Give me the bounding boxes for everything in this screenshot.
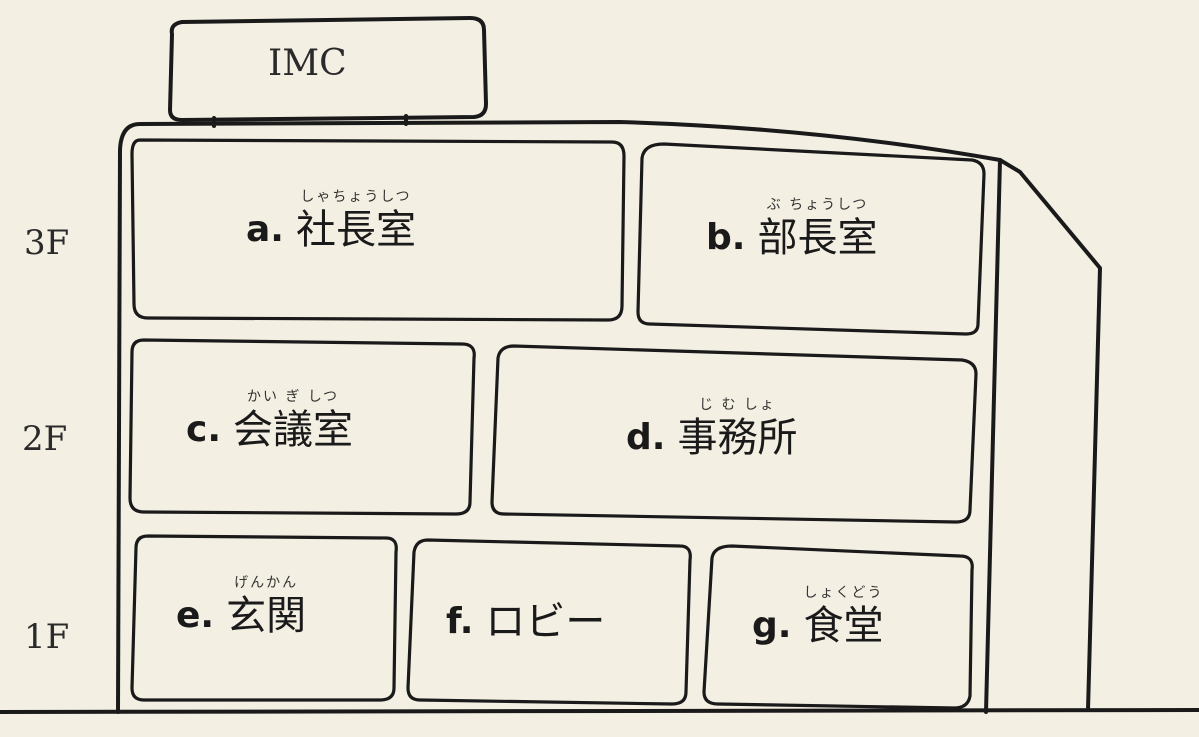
floor-label-3f: 3F bbox=[24, 223, 70, 263]
room-b-name: 部長室 bbox=[757, 215, 878, 261]
room-f-box bbox=[406, 538, 692, 706]
room-a-name: 社長室 bbox=[295, 207, 416, 253]
floor-label-2f: 2F bbox=[22, 419, 68, 459]
room-b: b. ぶ ちょうしつ 部長室 bbox=[706, 198, 877, 258]
room-c-box bbox=[128, 338, 476, 516]
sign-label: IMC bbox=[268, 43, 347, 84]
room-g-ruby: しょくどう bbox=[803, 585, 884, 601]
room-b-letter: b. bbox=[706, 217, 746, 258]
room-a: a. しゃちょうしつ 社長室 bbox=[246, 190, 416, 250]
room-e-box bbox=[130, 534, 398, 702]
room-d-letter: d. bbox=[626, 417, 666, 458]
room-d-box bbox=[490, 344, 978, 524]
room-g-name: 食堂 bbox=[803, 603, 884, 649]
room-b-ruby: ぶ ちょうしつ bbox=[766, 197, 869, 213]
room-e-letter: e. bbox=[176, 595, 215, 636]
building-front-edge bbox=[984, 158, 1002, 714]
room-g-letter: g. bbox=[752, 605, 792, 646]
room-a-ruby: しゃちょうしつ bbox=[300, 189, 412, 205]
room-d-ruby: じ む しょ bbox=[699, 397, 776, 413]
room-e: e. げんかん 玄関 bbox=[176, 576, 306, 636]
building-outline bbox=[116, 120, 1102, 714]
room-a-letter: a. bbox=[246, 209, 284, 250]
room-f-name: ロビー bbox=[485, 599, 606, 645]
room-e-ruby: げんかん bbox=[234, 575, 299, 591]
room-e-name: 玄関 bbox=[226, 593, 307, 639]
room-d: d. じ む しょ 事務所 bbox=[626, 398, 797, 458]
rooftop-sign bbox=[168, 16, 488, 122]
room-g-box bbox=[702, 544, 974, 710]
room-f: f. ロビー bbox=[446, 596, 605, 642]
room-c-name: 会議室 bbox=[233, 407, 354, 453]
room-f-letter: f. bbox=[446, 601, 474, 642]
room-g: g. しょくどう 食堂 bbox=[752, 586, 883, 646]
ground-line bbox=[0, 708, 1199, 714]
room-d-name: 事務所 bbox=[677, 415, 798, 461]
room-c: c. かい ぎ しつ 会議室 bbox=[186, 390, 353, 450]
floor-label-1f: 1F bbox=[24, 617, 70, 657]
room-c-ruby: かい ぎ しつ bbox=[246, 389, 340, 405]
room-c-letter: c. bbox=[186, 409, 222, 450]
room-b-box bbox=[636, 142, 986, 336]
room-a-box bbox=[130, 138, 626, 322]
